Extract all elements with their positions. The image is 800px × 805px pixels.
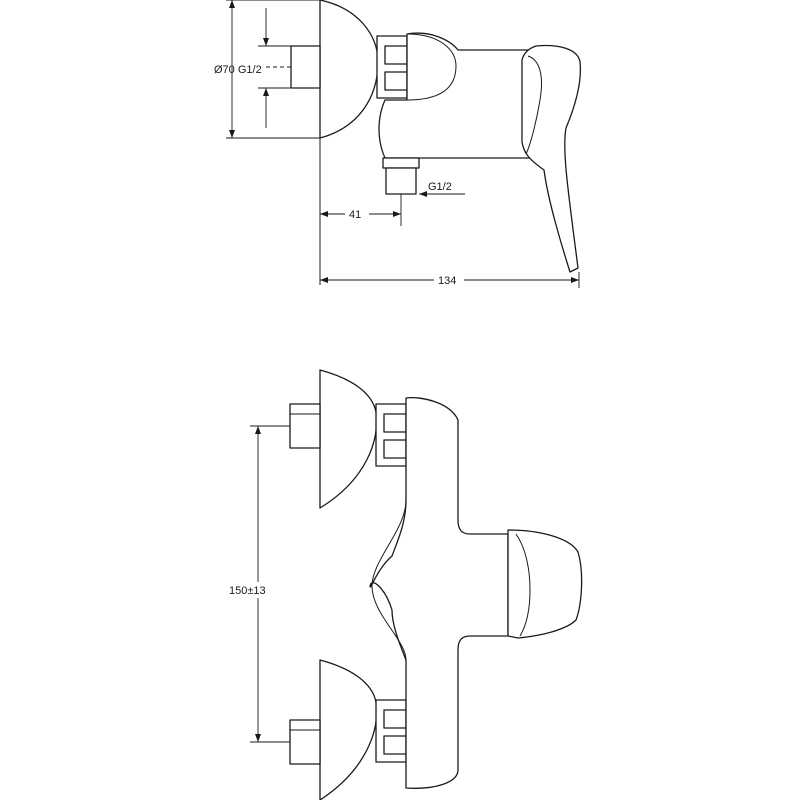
- arrow: [263, 88, 269, 96]
- label-bg: [434, 272, 464, 286]
- side-view: Ø70 G1/2 G1/2 41 134: [214, 0, 582, 288]
- outlet-nut: [382, 157, 420, 169]
- nut-flat: [383, 735, 407, 755]
- inlet-connector: [290, 45, 321, 89]
- nut-flat: [383, 709, 407, 729]
- nut-flat: [383, 439, 407, 459]
- upper-rosette: [319, 369, 378, 509]
- arrow: [255, 426, 261, 434]
- arrow: [229, 0, 235, 8]
- arrow: [320, 211, 328, 217]
- lower-rosette: [319, 659, 378, 801]
- escutcheon-rosette: [319, 0, 379, 139]
- outlet-thread-label: G1/2: [428, 181, 452, 193]
- label-bg: [345, 206, 369, 220]
- arrow: [229, 130, 235, 138]
- front-view: 150±13: [228, 369, 583, 801]
- arrow: [320, 277, 328, 283]
- total-depth-label: 134: [438, 275, 456, 287]
- arrow: [419, 191, 427, 197]
- mixer-body: [369, 396, 509, 789]
- handle-contour: [515, 533, 531, 637]
- front-handle: [507, 529, 583, 639]
- lower-inlet-connector: [289, 719, 321, 765]
- lever-handle: [521, 44, 582, 273]
- nut-flat: [384, 45, 408, 65]
- body-waist-contour: [371, 499, 407, 661]
- upper-inlet-connector: [289, 403, 321, 449]
- arrow: [393, 211, 401, 217]
- label-bg: [228, 582, 278, 598]
- outlet-offset-label: 41: [349, 209, 361, 221]
- arrow: [255, 734, 261, 742]
- outlet-connector: [385, 167, 417, 195]
- handle-contour: [525, 55, 542, 155]
- diameter-thread-label: Ø70 G1/2: [214, 64, 262, 76]
- nut-flat: [384, 71, 408, 91]
- inlet-spacing-label: 150±13: [229, 585, 266, 597]
- body-contour: [406, 33, 457, 101]
- arrow: [571, 277, 579, 283]
- nut-flat: [383, 413, 407, 433]
- arrow: [263, 38, 269, 46]
